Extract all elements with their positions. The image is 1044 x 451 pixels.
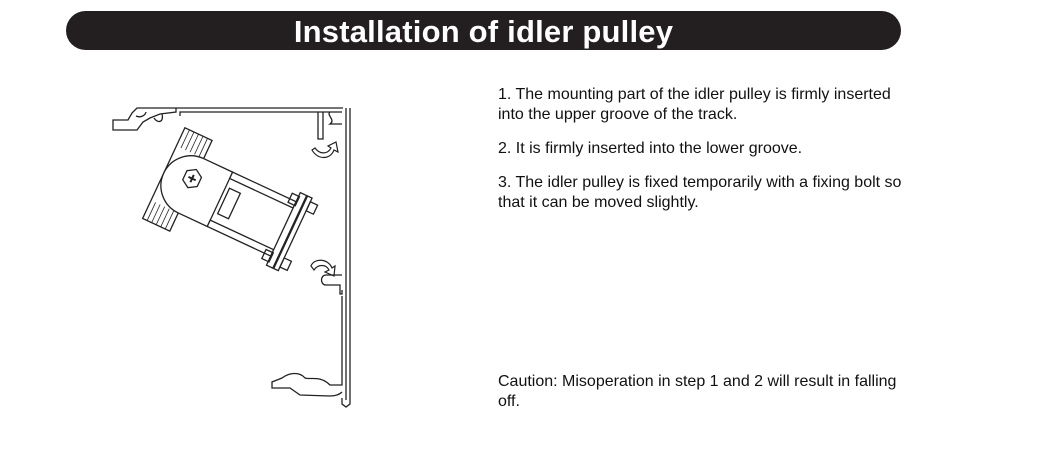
rotate-arrow-icon-lower xyxy=(310,259,336,277)
step-2: 2. It is firmly inserted into the lower … xyxy=(498,140,803,157)
instruction-steps: 1. The mounting part of the idler pulley… xyxy=(498,85,918,227)
page-title: Installation of idler pulley xyxy=(293,13,674,49)
caution-note: Caution: Misoperation in step 1 and 2 wi… xyxy=(498,373,897,410)
idler-pulley-diagram xyxy=(112,107,351,408)
step-1: 1. The mounting part of the idler pulley… xyxy=(498,86,891,123)
track-profile xyxy=(112,107,351,408)
title-banner: Installation of idler pulley xyxy=(66,11,901,50)
rotate-arrow-icon-upper xyxy=(311,141,339,159)
idler-pulley-assembly xyxy=(141,126,319,272)
step-3: 3. The idler pulley is fixed temporarily… xyxy=(498,174,902,211)
